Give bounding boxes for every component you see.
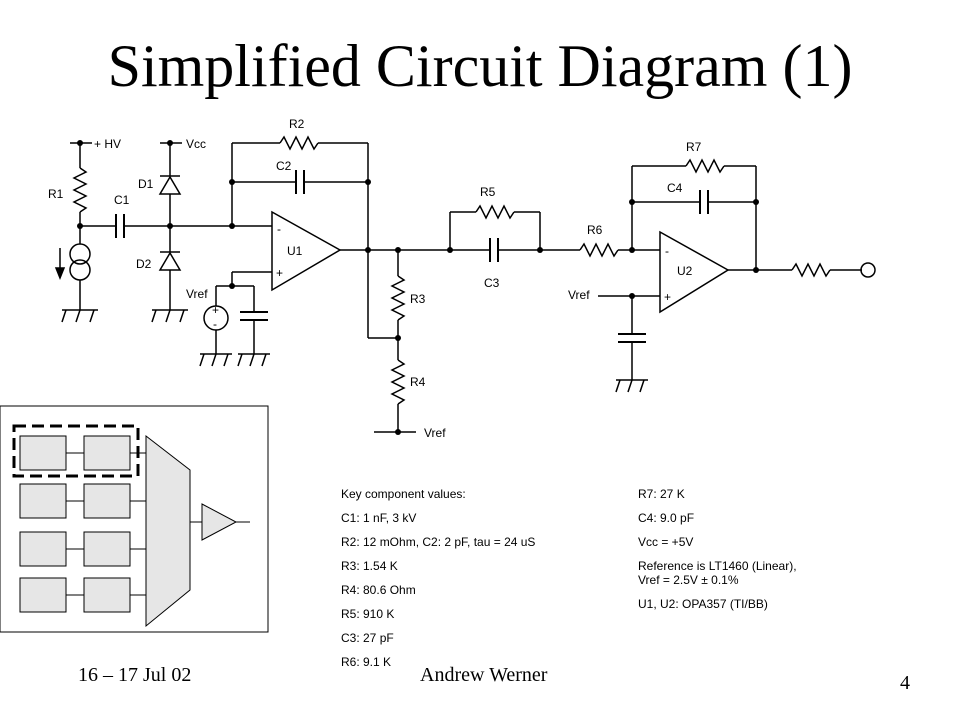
multiplexer-block [145, 434, 191, 628]
key-values-heading: Key component values: [341, 487, 466, 501]
label-u2: U2 [677, 264, 693, 278]
block-diagram-inset [0, 405, 269, 633]
ground-symbol-u2 [615, 379, 648, 393]
r3-resistor [390, 275, 406, 321]
c1-capacitor [115, 214, 125, 238]
key-values-left: Key component values: C1: 1 nF, 3 kV R2:… [341, 487, 535, 679]
ground-symbol-d2 [151, 309, 188, 323]
footer-author: Andrew Werner [420, 664, 548, 686]
key-value-item: U1, U2: OPA357 (TI/BB) [638, 597, 768, 611]
highlight-dashed-box [12, 424, 140, 478]
r5-resistor [475, 204, 515, 220]
label-r6: R6 [587, 223, 603, 237]
label-u1: U1 [287, 244, 303, 258]
ground-symbol-bypass [237, 353, 270, 367]
key-value-item: Vcc = +5V [638, 535, 694, 549]
label-u1-plus: + [276, 266, 283, 280]
key-value-item: R5: 910 K [341, 607, 395, 621]
key-value-item: R4: 80.6 Ohm [341, 583, 416, 597]
label-c3: C3 [484, 276, 500, 290]
key-value-item: C3: 27 pF [341, 631, 394, 645]
label-u2-minus: - [665, 244, 669, 258]
detector-current-source [54, 243, 91, 281]
output-terminal [860, 262, 876, 278]
label-r5: R5 [480, 185, 496, 199]
label-r3: R3 [410, 292, 426, 306]
label-r2: R2 [289, 117, 305, 131]
key-value-item: C4: 9.0 pF [638, 511, 695, 525]
c3-capacitor [489, 238, 499, 262]
label-vref-source-plus: + [212, 303, 219, 317]
output-amplifier-block [201, 503, 238, 541]
label-vref-u1: Vref [186, 287, 208, 301]
u1-opamp [271, 210, 342, 292]
label-hv: + HV [94, 137, 121, 151]
d1-diode [158, 175, 182, 195]
key-value-item: R7: 27 K [638, 487, 685, 501]
label-c4: C4 [667, 181, 683, 195]
key-value-item: R6: 9.1 K [341, 655, 392, 669]
key-value-item: Reference is LT1460 (Linear), Vref = 2.5… [638, 559, 797, 587]
label-u2-plus: + [664, 290, 671, 304]
u2-opamp [659, 230, 730, 314]
key-value-item: R3: 1.54 K [341, 559, 398, 573]
label-vref-source-minus: - [213, 317, 217, 331]
label-vref-r4: Vref [424, 426, 446, 440]
label-r1: R1 [48, 187, 64, 201]
label-d2: D2 [136, 257, 152, 271]
vcc-terminal [160, 140, 182, 176]
key-values-right: R7: 27 K C4: 9.0 pF Vcc = +5V Reference … [638, 487, 798, 621]
vref-bypass-capacitor [240, 311, 268, 321]
r2-resistor [279, 135, 319, 151]
label-d1: D1 [138, 177, 154, 191]
c2-capacitor [295, 170, 305, 194]
label-vref-u2: Vref [568, 288, 590, 302]
label-u1-minus: - [277, 222, 281, 236]
key-value-item: R2: 12 mOhm, C2: 2 pF, tau = 24 uS [341, 535, 536, 549]
label-r4: R4 [410, 375, 426, 389]
label-r7: R7 [686, 140, 702, 154]
hv-terminal [70, 140, 92, 168]
u2-bypass-capacitor [618, 333, 646, 343]
r7-resistor [685, 158, 725, 174]
key-value-item: C1: 1 nF, 3 kV [341, 511, 417, 525]
page-number: 4 [900, 672, 910, 694]
d2-diode [158, 251, 182, 271]
footer-date: 16 – 17 Jul 02 [78, 664, 192, 686]
r4-resistor [390, 359, 406, 405]
label-c1: C1 [114, 193, 130, 207]
r6-resistor [579, 242, 619, 258]
c4-capacitor [699, 190, 709, 214]
label-vcc: Vcc [186, 137, 206, 151]
r1-resistor [72, 167, 88, 226]
slide-title: Simplified Circuit Diagram (1) [107, 33, 853, 99]
output-resistor [791, 262, 831, 278]
ground-symbol-detector [61, 309, 98, 323]
ground-symbol-vref [199, 353, 232, 367]
label-c2: C2 [276, 159, 292, 173]
